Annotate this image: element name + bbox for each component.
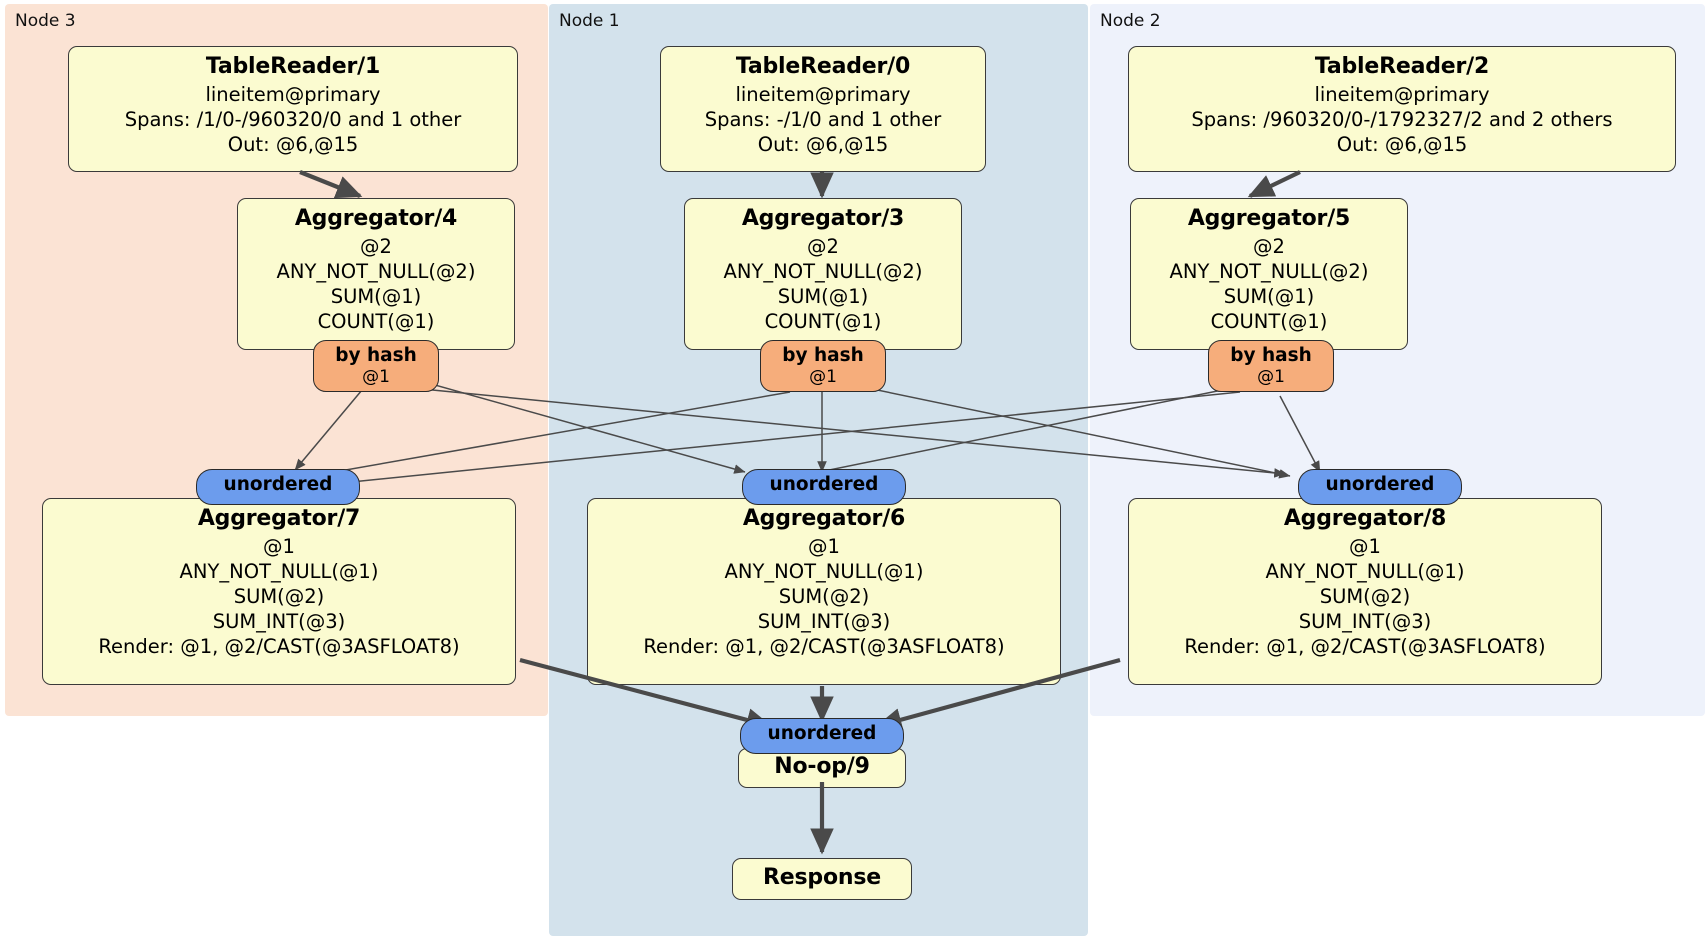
processor-detail: Spans: -/1/0 and 1 other (704, 108, 942, 131)
processor-table-reader-2[interactable]: TableReader/2 lineitem@primary Spans: /9… (1128, 46, 1676, 172)
synchronizer-unordered-right[interactable]: unordered (1298, 469, 1462, 505)
processor-detail: SUM_INT(@3) (1298, 610, 1432, 633)
processor-detail: COUNT(@1) (317, 310, 435, 333)
processor-detail: lineitem@primary (1314, 83, 1490, 106)
processor-aggregator-5[interactable]: Aggregator/5 @2 ANY_NOT_NULL(@2) SUM(@1)… (1130, 198, 1408, 350)
processor-detail: Out: @6,@15 (227, 133, 359, 156)
processor-detail: Render: @1, @2/CAST(@3ASFLOAT8) (643, 635, 1005, 658)
router-by-hash-left[interactable]: by hash @1 (313, 340, 439, 392)
synchronizer-unordered-center[interactable]: unordered (742, 469, 906, 505)
router-column: @1 (809, 367, 837, 387)
router-by-hash-right[interactable]: by hash @1 (1208, 340, 1334, 392)
processor-noop-9[interactable]: No-op/9 (738, 748, 906, 788)
processor-detail: SUM(@1) (1223, 285, 1315, 308)
processor-detail: Spans: /1/0-/960320/0 and 1 other (124, 108, 462, 131)
processor-title: Aggregator/4 (294, 206, 458, 231)
node-label-node2: Node 2 (1100, 11, 1161, 31)
processor-detail: SUM_INT(@3) (212, 610, 346, 633)
processor-detail: Render: @1, @2/CAST(@3ASFLOAT8) (1184, 635, 1546, 658)
processor-title: Aggregator/5 (1187, 206, 1351, 231)
processor-detail: SUM(@2) (233, 585, 325, 608)
router-label: by hash (335, 345, 417, 366)
processor-detail: Render: @1, @2/CAST(@3ASFLOAT8) (98, 635, 460, 658)
processor-aggregator-7[interactable]: Aggregator/7 @1 ANY_NOT_NULL(@1) SUM(@2)… (42, 498, 516, 685)
processor-title: Aggregator/8 (1283, 506, 1447, 531)
processor-detail: COUNT(@1) (764, 310, 882, 333)
synchronizer-label: unordered (769, 474, 879, 495)
router-column: @1 (1257, 367, 1285, 387)
processor-title: Response (763, 865, 881, 890)
processor-detail: SUM(@1) (777, 285, 869, 308)
processor-table-reader-0[interactable]: TableReader/0 lineitem@primary Spans: -/… (660, 46, 986, 172)
router-by-hash-center[interactable]: by hash @1 (760, 340, 886, 392)
processor-detail: @1 (263, 535, 295, 558)
processor-aggregator-8[interactable]: Aggregator/8 @1 ANY_NOT_NULL(@1) SUM(@2)… (1128, 498, 1602, 685)
processor-detail: ANY_NOT_NULL(@1) (179, 560, 379, 583)
processor-detail: @2 (807, 235, 839, 258)
processor-response[interactable]: Response (732, 858, 912, 900)
processor-detail: SUM_INT(@3) (757, 610, 891, 633)
processor-detail: ANY_NOT_NULL(@1) (1265, 560, 1465, 583)
node-label-node3: Node 3 (15, 11, 76, 31)
processor-aggregator-3[interactable]: Aggregator/3 @2 ANY_NOT_NULL(@2) SUM(@1)… (684, 198, 962, 350)
processor-detail: ANY_NOT_NULL(@2) (276, 260, 476, 283)
processor-detail: SUM(@1) (330, 285, 422, 308)
processor-table-reader-1[interactable]: TableReader/1 lineitem@primary Spans: /1… (68, 46, 518, 172)
processor-aggregator-6[interactable]: Aggregator/6 @1 ANY_NOT_NULL(@1) SUM(@2)… (587, 498, 1061, 685)
processor-title: Aggregator/6 (742, 506, 906, 531)
processor-detail: @1 (808, 535, 840, 558)
router-label: by hash (1230, 345, 1312, 366)
processor-detail: COUNT(@1) (1210, 310, 1328, 333)
processor-detail: SUM(@2) (1319, 585, 1411, 608)
synchronizer-label: unordered (223, 474, 333, 495)
synchronizer-unordered-final[interactable]: unordered (740, 718, 904, 754)
processor-title: TableReader/1 (205, 54, 381, 79)
processor-detail: @2 (360, 235, 392, 258)
processor-detail: Out: @6,@15 (757, 133, 889, 156)
synchronizer-label: unordered (767, 723, 877, 744)
processor-detail: Spans: /960320/0-/1792327/2 and 2 others (1191, 108, 1613, 131)
synchronizer-unordered-left[interactable]: unordered (196, 469, 360, 505)
processor-title: TableReader/0 (735, 54, 911, 79)
processor-detail: lineitem@primary (205, 83, 381, 106)
processor-title: TableReader/2 (1314, 54, 1490, 79)
router-label: by hash (782, 345, 864, 366)
processor-detail: @1 (1349, 535, 1381, 558)
processor-detail: SUM(@2) (778, 585, 870, 608)
processor-detail: ANY_NOT_NULL(@2) (1169, 260, 1369, 283)
node-label-node1: Node 1 (559, 11, 620, 31)
processor-title: No-op/9 (774, 754, 870, 779)
processor-detail: ANY_NOT_NULL(@1) (724, 560, 924, 583)
synchronizer-label: unordered (1325, 474, 1435, 495)
processor-aggregator-4[interactable]: Aggregator/4 @2 ANY_NOT_NULL(@2) SUM(@1)… (237, 198, 515, 350)
processor-detail: lineitem@primary (735, 83, 911, 106)
processor-detail: ANY_NOT_NULL(@2) (723, 260, 923, 283)
router-column: @1 (362, 367, 390, 387)
processor-title: Aggregator/7 (197, 506, 361, 531)
processor-detail: Out: @6,@15 (1336, 133, 1468, 156)
processor-detail: @2 (1253, 235, 1285, 258)
processor-title: Aggregator/3 (741, 206, 905, 231)
